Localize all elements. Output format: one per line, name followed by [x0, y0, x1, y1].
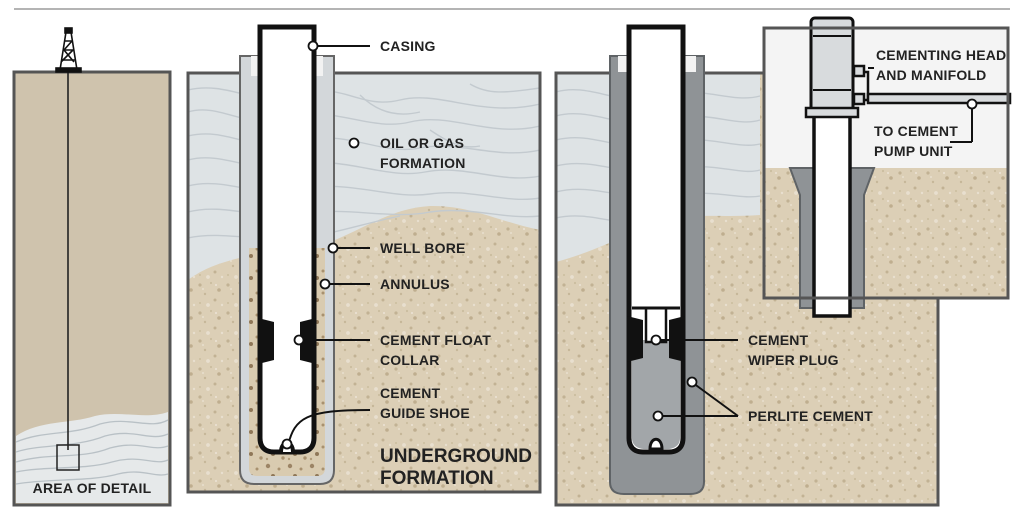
drilling-derrick-icon	[55, 27, 82, 73]
float-collar-label-line2: COLLAR	[380, 352, 440, 368]
cementing-head-label-line1: CEMENTING HEAD	[876, 47, 1006, 63]
pump-unit-label-line2: PUMP UNIT	[874, 143, 953, 159]
inset-leaders	[868, 67, 978, 143]
guide-shoe-label-line1: CEMENT	[380, 385, 441, 401]
cementing-head-body	[809, 16, 855, 118]
cementing-head-inset: CEMENTING HEAD AND MANIFOLD TO CEMENT PU…	[762, 16, 1012, 318]
guide-shoe-label-line2: GUIDE SHOE	[380, 405, 470, 421]
pump-unit-label-line1: TO CEMENT	[874, 123, 958, 139]
wiper-plug-label-line2: WIPER PLUG	[748, 352, 839, 368]
manifold-valves-icon	[852, 64, 870, 106]
well-bore-label: WELL BORE	[380, 240, 466, 256]
perlite-cement-label: PERLITE CEMENT	[748, 408, 873, 424]
inset-casing	[812, 110, 852, 318]
perlite-cement-in-casing	[632, 340, 680, 449]
inset-frame	[762, 26, 1010, 300]
casing-label: CASING	[380, 38, 436, 54]
pump-line-pipe	[866, 92, 1012, 105]
float-collar-label-line1: CEMENT FLOAT	[380, 332, 491, 348]
cemented-float-collar-left	[627, 316, 643, 362]
underground-label-line1: UNDERGROUND	[380, 446, 532, 467]
cemented-leaders	[650, 334, 739, 422]
wiper-plug-label-line1: CEMENT	[748, 332, 809, 348]
area-of-detail-label: AREA OF DETAIL	[33, 480, 152, 496]
cross-section-frame	[186, 71, 542, 494]
overview-panel: AREA OF DETAIL	[12, 27, 172, 507]
cross-section-leaders	[281, 40, 371, 450]
cemented-guide-shoe	[648, 437, 664, 451]
oil-gas-label-line1: OIL OR GAS	[380, 135, 464, 151]
casing	[257, 24, 317, 455]
cementing-head-label-line2: AND MANIFOLD	[876, 67, 987, 83]
annulus-label: ANNULUS	[380, 276, 450, 292]
float-collar-left	[258, 318, 274, 364]
underground-label-line2: FORMATION	[380, 468, 494, 489]
oil-gas-label-line2: FORMATION	[380, 155, 466, 171]
cross-section-panel: CASING OIL OR GAS FORMATION WELL BORE AN…	[186, 24, 542, 494]
area-of-detail-box	[56, 444, 80, 471]
